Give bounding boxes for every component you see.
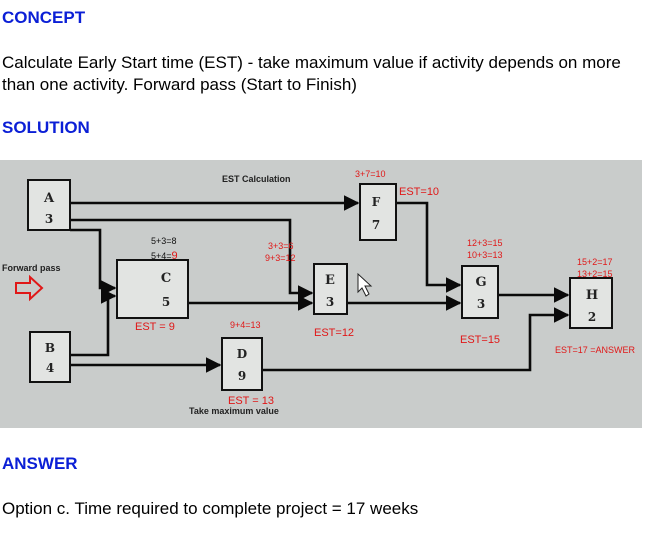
concept-text: Calculate Early Start time (EST) - take …	[2, 53, 621, 94]
c-calc-1: 5+3=8	[151, 236, 177, 246]
h-calc-2: 13+2=15	[577, 269, 613, 279]
d-est: EST = 13	[228, 395, 274, 407]
node-b-id: B	[45, 341, 55, 355]
node-d-id: D	[237, 347, 247, 361]
node-f: F 7	[359, 183, 397, 241]
e-calc-1: 3+3=6	[268, 241, 294, 251]
g-calc-2: 10+3=13	[467, 250, 503, 260]
answer-heading: ANSWER	[2, 454, 78, 473]
node-f-duration: 7	[372, 218, 380, 232]
node-c: C 5	[116, 259, 189, 319]
arrow-a-e	[70, 218, 314, 301]
d-calc: 9+4=13	[230, 320, 261, 330]
node-g-duration: 3	[477, 297, 485, 311]
node-c-duration: 5	[162, 295, 170, 309]
node-h-id: H	[586, 288, 598, 303]
forward-pass-arrow-icon	[15, 274, 44, 302]
c-calc-2: 5+4=9	[151, 250, 178, 262]
node-e-duration: 3	[326, 295, 334, 309]
node-h-duration: 2	[588, 310, 596, 324]
arrow-b-c	[70, 288, 117, 357]
solution-heading: SOLUTION	[2, 118, 90, 137]
arrows	[70, 195, 570, 373]
node-h: H 2	[569, 277, 613, 329]
node-a: A 3	[27, 179, 71, 231]
take-max-label: Take maximum value	[189, 406, 279, 416]
network-diagram: A 3 B 4 C 5 D 9 E 3 F 7 G 3 H 2 Forward …	[0, 160, 642, 428]
node-d: D 9	[221, 337, 263, 391]
node-b: B 4	[29, 331, 71, 383]
concept-heading: CONCEPT	[2, 8, 86, 27]
f-calc: 3+7=10	[355, 169, 386, 179]
g-est: EST=15	[460, 334, 500, 346]
arrow-f-g	[396, 201, 462, 293]
node-d-duration: 9	[238, 369, 246, 383]
c-est: EST = 9	[135, 321, 175, 333]
diagram-title: EST Calculation	[222, 174, 291, 184]
node-g: G 3	[461, 265, 499, 319]
arrow-a-c	[70, 228, 117, 296]
node-g-id: G	[475, 275, 486, 290]
node-c-id: C	[161, 271, 171, 286]
e-calc-2: 9+3=12	[265, 253, 296, 263]
e-est: EST=12	[314, 327, 354, 339]
node-a-duration: 3	[45, 212, 53, 226]
answer-text: Option c. Time required to complete proj…	[2, 499, 419, 518]
arrow-d-h	[262, 307, 570, 372]
node-e: E 3	[313, 263, 348, 315]
node-e-id: E	[325, 273, 335, 288]
h-calc-1: 15+2=17	[577, 257, 613, 267]
node-b-duration: 4	[46, 361, 54, 375]
f-est: EST=10	[399, 186, 439, 198]
mouse-cursor-icon	[357, 272, 373, 297]
node-a-id: A	[43, 191, 55, 206]
forward-pass-label: Forward pass	[2, 263, 61, 273]
node-f-id: F	[372, 195, 381, 209]
h-est: EST=17 =ANSWER	[555, 345, 636, 355]
g-calc-1: 12+3=15	[467, 238, 503, 248]
